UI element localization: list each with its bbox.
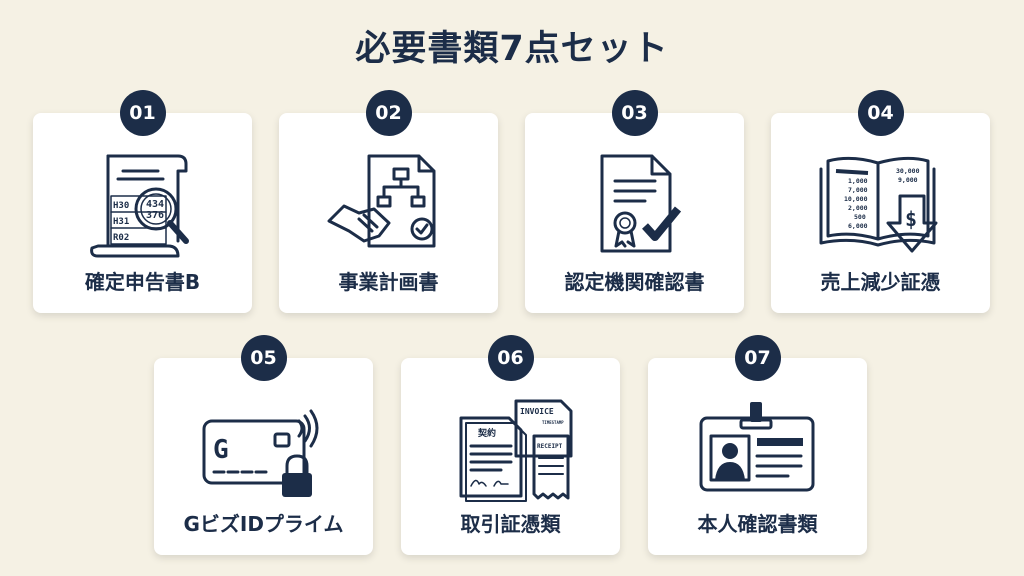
- number-badge: 01: [119, 90, 166, 136]
- svg-text:INVOICE: INVOICE: [520, 407, 554, 416]
- business-plan-handshake-icon: [324, 151, 454, 261]
- svg-text:7,000: 7,000: [848, 186, 868, 194]
- svg-text:6,000: 6,000: [848, 222, 868, 230]
- svg-text:契約: 契約: [477, 427, 496, 439]
- card-business-plan: 02 事業計画書: [279, 90, 498, 313]
- card-transaction-docs: 06 INVOICE TIMESTAMP 契約 RECEIPT 取引証憑類: [401, 335, 620, 555]
- svg-text:RECEIPT: RECEIPT: [537, 443, 563, 450]
- tax-return-magnifier-icon: H30 H31 R02 434 376: [78, 151, 208, 261]
- card-label: 本人確認書類: [697, 512, 818, 536]
- transaction-documents-icon: INVOICE TIMESTAMP 契約 RECEIPT: [446, 396, 576, 506]
- card-id-verification: 07 本人確認書類: [648, 335, 867, 555]
- card-gbiz-id: 05 G GビズIDプライム: [154, 335, 373, 555]
- svg-text:R02: R02: [113, 233, 129, 243]
- svg-text:10,000: 10,000: [844, 195, 868, 203]
- gbiz-card-lock-icon: G: [199, 396, 329, 506]
- number-badge: 02: [365, 90, 412, 136]
- svg-text:2,000: 2,000: [848, 204, 868, 212]
- svg-text:30,000: 30,000: [896, 167, 920, 175]
- card-label: 事業計画書: [338, 270, 439, 294]
- card-certification: 03 認定機関確認書: [525, 90, 744, 313]
- ledger-decrease-icon: 1,000 7,000 10,000 2,000 500 6,000 30,00…: [816, 151, 946, 261]
- svg-text:1,000: 1,000: [848, 177, 868, 185]
- number-badge: 07: [734, 335, 781, 381]
- card-tax-return: 01 H30 H31 R02 434 376 確定申告書B: [33, 90, 252, 313]
- svg-text:TIMESTAMP: TIMESTAMP: [542, 420, 564, 425]
- page-title: 必要書類7点セット: [355, 29, 669, 69]
- svg-text:H31: H31: [113, 217, 129, 227]
- svg-text:434: 434: [146, 199, 164, 210]
- card-label: GビズIDプライム: [183, 512, 344, 536]
- card-label: 認定機関確認書: [564, 270, 705, 294]
- svg-text:9,000: 9,000: [898, 176, 918, 184]
- card-label: 売上減少証憑: [820, 270, 941, 294]
- number-badge: 03: [611, 90, 658, 136]
- svg-text:376: 376: [146, 210, 164, 221]
- id-card-icon: [693, 396, 823, 506]
- card-label: 取引証憑類: [460, 512, 561, 536]
- svg-text:500: 500: [854, 213, 866, 221]
- svg-text:H30: H30: [113, 201, 129, 211]
- number-badge: 05: [240, 335, 287, 381]
- card-label: 確定申告書B: [84, 270, 201, 294]
- number-badge: 06: [487, 335, 534, 381]
- certified-document-check-icon: [570, 151, 700, 261]
- svg-text:$: $: [905, 207, 917, 231]
- number-badge: 04: [857, 90, 904, 136]
- svg-text:G: G: [213, 435, 229, 465]
- card-sales-decrease: 04 1,000 7,000 10,000 2,000 500 6,000 30…: [771, 90, 990, 313]
